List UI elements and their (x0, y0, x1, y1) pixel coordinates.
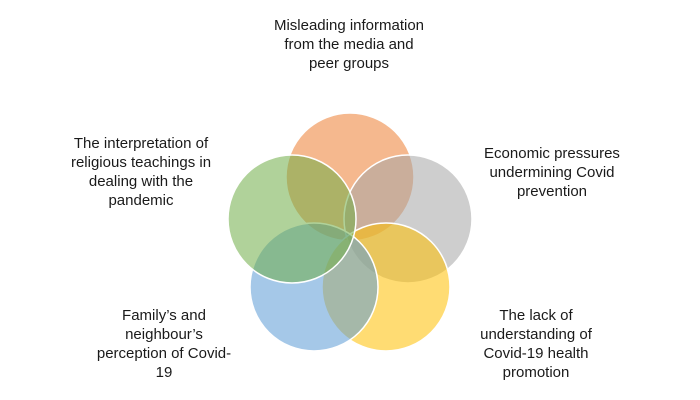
venn-label-health-promotion: The lack of understanding of Covid-19 he… (480, 307, 592, 381)
venn-label-media: Misleading information from the media an… (273, 17, 425, 72)
venn-label-economic: Economic pressures undermining Covid pre… (484, 145, 620, 200)
venn-label-religious: The interpretation of religious teaching… (70, 135, 212, 209)
venn-label-family: Family’s and neighbour’s perception of C… (96, 307, 232, 381)
venn-circle-religious (227, 154, 357, 284)
